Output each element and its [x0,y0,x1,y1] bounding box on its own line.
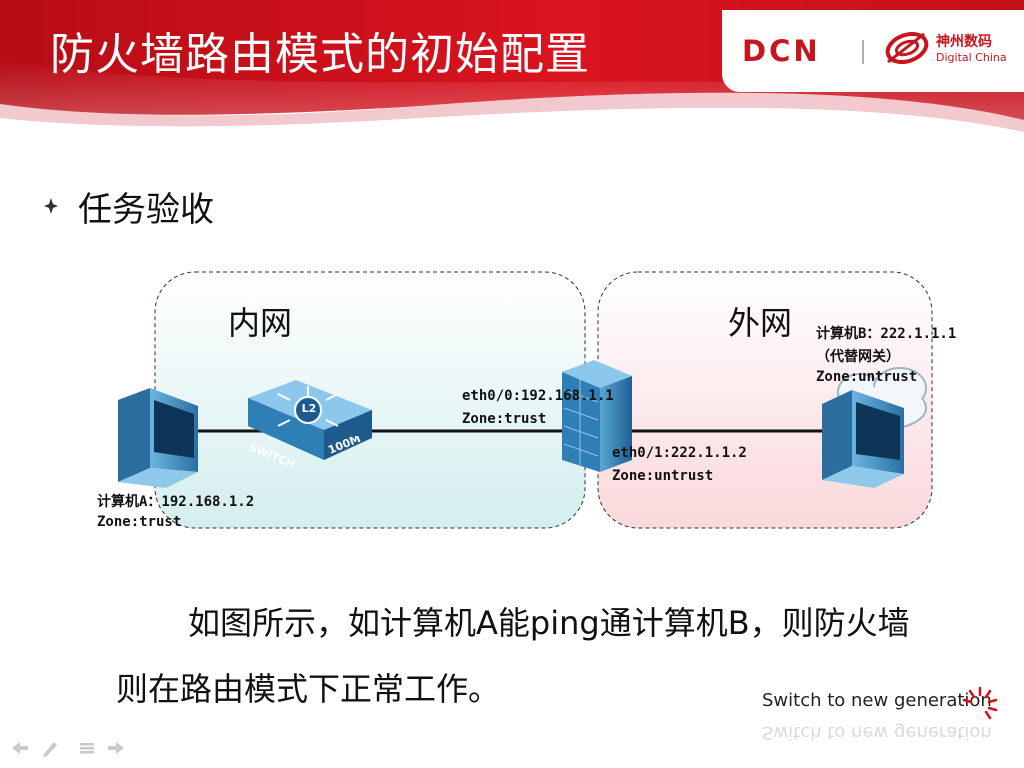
slogan-text: Switch to new generation [762,690,992,711]
computer-a-icon [118,388,198,488]
slide-title: 防火墙路由模式的初始配置 [50,29,590,80]
firewall-eth0-ip-label: eth0/0:192.168.1.1 [462,388,614,404]
body-text-line-1: 如图所示，如计算机A能ping通计算机B，则防火墙 [188,604,910,642]
header-banner-graphic [0,0,1024,132]
slogan-reflection: Switch to new generation [762,722,992,743]
slide-navigation [8,738,128,758]
computer-b-note-label: （代替网关） [816,349,900,365]
l2-switch-icon [248,380,372,460]
switch-l2-badge: L2 [301,402,317,415]
menu-icon[interactable] [80,743,94,754]
computer-b-icon [822,390,904,488]
outer-zone-label: 外网 [728,304,793,342]
star-bullet-icon [44,198,58,214]
next-icon[interactable] [108,742,124,754]
logo-english-name: Digital China [936,51,1007,64]
switch-label-graphic: SWITCH 100M [248,436,363,466]
computer-a-ip-label: 计算机A：192.168.1.2 [97,494,255,510]
firewall-eth1-zone-label: Zone:untrust [612,468,714,484]
computer-a-zone-label: Zone:trust [97,514,182,530]
network-diagram-graphic [118,271,933,529]
computer-b-zone-label: Zone:untrust [816,369,918,385]
sunburst-icon [962,686,998,720]
pen-icon[interactable] [43,742,57,757]
switch-label-text: SWITCH [248,441,297,466]
digital-china-swirl-icon [885,31,929,65]
firewall-eth0-zone-label: Zone:trust [462,411,547,427]
prev-icon[interactable] [12,742,28,754]
firewall-eth1-ip-label: eth0/1:222.1.1.2 [612,445,747,461]
inner-zone-label: 内网 [228,304,293,342]
switch-speed-text: 100M [326,436,362,457]
body-text-line-2: 则在路由模式下正常工作。 [116,670,501,708]
logo-divider [862,40,864,64]
slide-header: 防火墙路由模式的初始配置 DCN 神州数码 Digital China [0,0,1024,140]
computer-b-ip-label: 计算机B：222.1.1.1 [816,326,957,342]
dcn-logo: DCN [742,34,821,68]
network-diagram: 内网 外网 SWITCH 100M L2 计算机A：192.168.1.2 Zo… [0,260,1024,550]
section-heading: 任务验收 [78,190,214,230]
firewall-icon [562,360,632,472]
logo-chinese-name: 神州数码 [936,34,992,50]
